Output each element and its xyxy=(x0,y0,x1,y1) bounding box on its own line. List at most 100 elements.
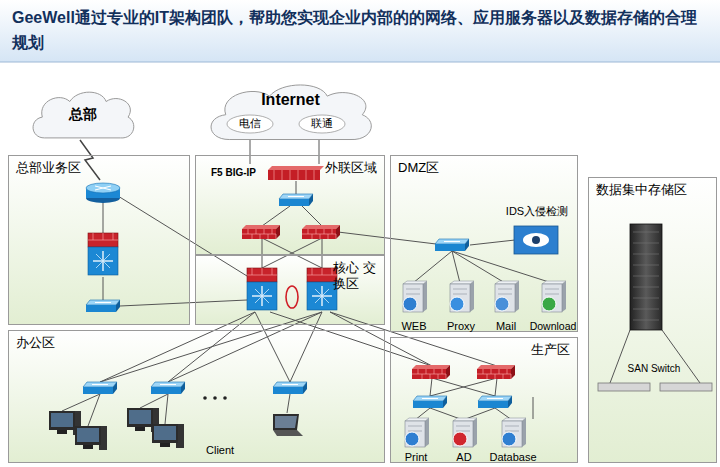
device-node: Proxy xyxy=(441,281,481,333)
switch-front xyxy=(279,199,309,206)
firewall-front xyxy=(302,229,336,239)
network-wire xyxy=(287,394,290,413)
network-wire xyxy=(610,330,630,383)
network-wire xyxy=(262,238,263,268)
switch-side xyxy=(181,382,185,394)
server-top xyxy=(502,418,526,421)
brick-line xyxy=(430,374,431,379)
core-body xyxy=(88,247,118,275)
server-slot xyxy=(505,431,519,432)
network-wire xyxy=(255,312,290,382)
device-node: Print xyxy=(399,419,433,464)
rack-slot xyxy=(633,320,659,321)
network-wire xyxy=(270,312,432,366)
device-label: Database xyxy=(489,451,536,464)
network-wire xyxy=(430,378,497,396)
firewall-icon xyxy=(302,225,340,239)
laptop-display xyxy=(275,416,297,428)
switch-top xyxy=(83,382,117,387)
device-label: 电信 xyxy=(239,117,261,130)
server-badge xyxy=(502,432,516,446)
switch-icon xyxy=(435,239,469,251)
brick-line xyxy=(438,374,439,379)
pc-screen xyxy=(154,426,176,440)
network-wire xyxy=(413,251,452,283)
brick-line xyxy=(316,229,317,234)
core-arrow xyxy=(255,289,269,303)
zone-fill xyxy=(8,155,190,325)
network-wire xyxy=(452,251,552,283)
server-body xyxy=(542,284,562,312)
rack-slot xyxy=(633,265,659,266)
switch-arrow xyxy=(282,384,298,385)
title-banner xyxy=(0,0,720,62)
rack-slot xyxy=(633,309,659,310)
brick-line xyxy=(272,229,273,234)
switch-top xyxy=(413,396,447,401)
network-wire xyxy=(290,312,322,382)
cloud-outline xyxy=(28,88,138,140)
core-top xyxy=(88,233,118,247)
server-slot xyxy=(453,289,467,290)
network-wire xyxy=(120,300,247,306)
network-link xyxy=(250,134,251,164)
device-label: Print xyxy=(405,451,428,464)
firewall-icon xyxy=(477,365,515,379)
server-icon xyxy=(403,281,427,312)
server-side xyxy=(515,281,519,312)
ids-pupil xyxy=(532,236,540,244)
rack-slot xyxy=(633,232,659,233)
brick-line xyxy=(446,374,447,379)
firewall-top xyxy=(412,365,450,369)
server-side xyxy=(473,418,477,447)
brick-line xyxy=(262,268,263,275)
network-wire xyxy=(168,312,322,382)
bubble-ellipse xyxy=(299,115,345,133)
zone-heading: 数据集中存储区 xyxy=(596,182,687,198)
bubble-ellipse xyxy=(227,115,273,133)
firewall-front xyxy=(242,229,276,239)
brick-line xyxy=(328,234,329,239)
server-slot xyxy=(498,294,512,295)
switch-side xyxy=(116,300,120,312)
firewall-top xyxy=(477,365,515,369)
core-switch-icon xyxy=(247,268,277,310)
server-slot xyxy=(406,294,420,295)
switch-arrow xyxy=(160,384,176,385)
pc-stand xyxy=(83,445,93,449)
pc-monitor xyxy=(49,411,75,430)
brick-line xyxy=(290,170,291,180)
wan-link xyxy=(80,140,100,180)
server-top xyxy=(405,418,429,421)
switch-front xyxy=(478,401,508,408)
switch-icon xyxy=(279,194,313,206)
network-wire xyxy=(262,238,322,268)
server-body xyxy=(405,421,425,447)
router-arrow xyxy=(95,186,111,190)
server-badge xyxy=(542,297,556,311)
device-node: F5 BIG-IP xyxy=(211,164,325,182)
server-body xyxy=(403,284,423,312)
server-slot xyxy=(545,294,559,295)
device-label: AD xyxy=(456,451,471,464)
cloud-shape: Internet电信联通 xyxy=(203,80,378,142)
brick-line xyxy=(242,234,276,235)
pc-monitor xyxy=(75,426,101,445)
network-wire xyxy=(338,232,436,244)
core-arrow xyxy=(96,254,110,268)
cloud-path xyxy=(33,92,134,138)
network-wire xyxy=(322,238,323,268)
switch-side xyxy=(508,396,512,408)
device-label: SAN Switch xyxy=(628,363,681,375)
device-node: IDS入侵检测 xyxy=(498,205,576,257)
switch-arrow xyxy=(444,241,460,242)
firewall-side xyxy=(276,225,280,239)
client-pc-icon xyxy=(75,426,107,450)
zone-fill xyxy=(195,255,385,325)
network-wire xyxy=(118,196,247,276)
brick-line xyxy=(268,234,269,239)
server-icon xyxy=(453,418,477,447)
cloud-label: 总部 xyxy=(69,106,97,123)
switch-icon xyxy=(413,396,447,408)
